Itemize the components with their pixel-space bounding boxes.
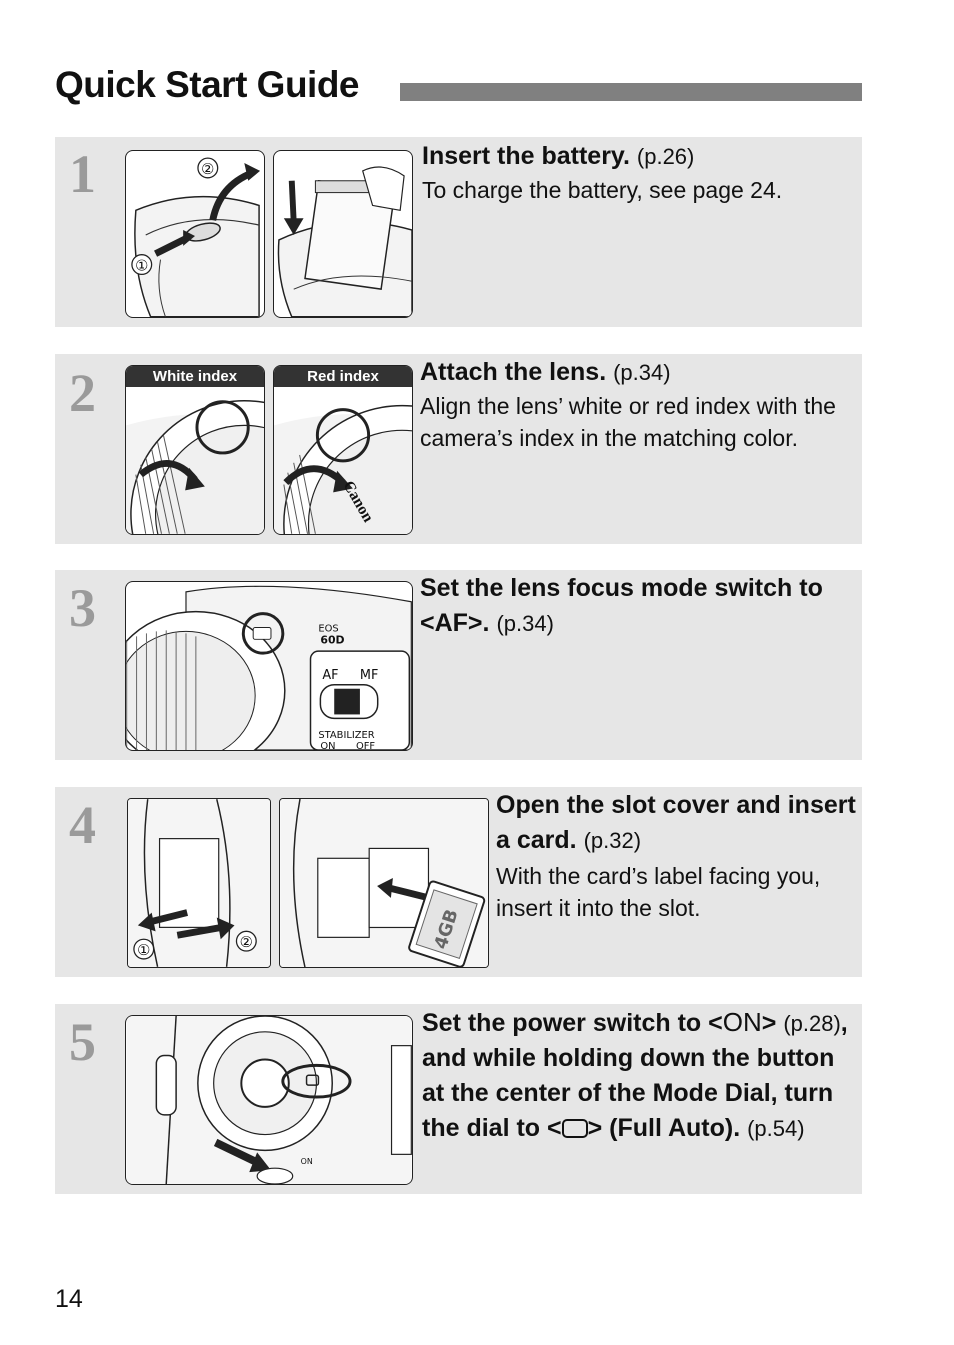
model-label: 60D <box>320 633 344 646</box>
step-body: To charge the battery, see page 24. <box>422 177 783 203</box>
step-number: 5 <box>69 1012 96 1072</box>
lens-switch-photo: EOS 60D AF MF STABILIZER ON OFF <box>125 581 413 751</box>
heading-part-2: , and while holding down the button at t… <box>422 1009 848 1142</box>
callout-1: ① <box>135 257 148 274</box>
heading-part-3: (Full Auto). <box>609 1114 741 1142</box>
page-ref: (p.34) <box>496 611 554 636</box>
step-3-text: Set the lens focus mode switch to <AF>. … <box>420 571 855 641</box>
full-auto-icon <box>561 1119 588 1138</box>
heading-part-1-end: > <box>761 1009 777 1037</box>
callout-1: ① <box>137 942 150 959</box>
white-index-label: White index <box>126 366 264 387</box>
stabilizer-label: STABILIZER <box>318 730 374 741</box>
step-heading-text: Insert the battery. <box>422 142 630 170</box>
on-label: ON <box>320 741 335 750</box>
step-heading: Open the slot cover and insert a card. (… <box>496 788 858 858</box>
page-ref: (p.26) <box>636 144 695 169</box>
step-1-panel: 1 ② ① Insert the battery. (p.2 <box>55 137 862 327</box>
step-4-text: Open the slot cover and insert a card. (… <box>496 788 858 924</box>
heading-part-2-end: > <box>587 1114 603 1142</box>
step-heading-text: Open the slot cover and insert a card. <box>496 791 856 854</box>
step-5-panel: 5 ON Set the power switch to <ON> (p.28)… <box>55 1004 862 1194</box>
af-label: AF <box>322 668 338 683</box>
step-heading: Set the lens focus mode switch to <AF>. … <box>420 571 855 641</box>
off-label: OFF <box>356 741 375 750</box>
dial-on-label: ON <box>301 1157 313 1166</box>
page-ref: (p.32) <box>583 828 642 853</box>
step-number: 4 <box>69 795 96 855</box>
red-index-photo: Canon Red index <box>273 365 413 535</box>
battery-cover-photo: ② ① <box>125 150 265 318</box>
step-body: Align the lens’ white or red index with … <box>420 393 836 451</box>
mode-dial-photo: ON <box>125 1015 413 1185</box>
step-2-panel: 2 White index <box>55 354 862 544</box>
step-body: With the card’s label facing you, insert… <box>496 863 821 921</box>
callout-2: ② <box>201 161 214 178</box>
eos-label: EOS <box>318 623 338 634</box>
step-heading-text: Attach the lens. <box>420 358 607 386</box>
step-heading: Insert the battery. (p.26) <box>422 139 852 174</box>
step-number: 2 <box>69 363 96 423</box>
step-heading: Attach the lens. (p.34) <box>420 355 855 390</box>
step-number: 1 <box>69 144 96 204</box>
page-title: Quick Start Guide <box>55 64 360 105</box>
red-index-label: Red index <box>274 366 412 387</box>
step-4-panel: 4 ① ② 4GB <box>55 787 862 977</box>
title-rule <box>400 83 862 101</box>
step-3-panel: 3 EOS 60D AF MF STABILIZER ON OFF <box>55 570 862 760</box>
page-number: 14 <box>55 1285 83 1313</box>
mf-label: MF <box>360 668 378 683</box>
step-1-text: Insert the battery. (p.26) To charge the… <box>422 139 852 206</box>
page-ref-2: (p.54) <box>747 1116 805 1141</box>
page-ref-1: (p.28) <box>783 1011 841 1036</box>
white-index-photo: White index <box>125 365 265 535</box>
card-insert-photo: 4GB <box>279 798 489 968</box>
on-symbol: ON <box>722 1007 762 1037</box>
step-5-text: Set the power switch to <ON> (p.28), and… <box>422 1005 857 1146</box>
step-heading: Set the power switch to <ON> (p.28), and… <box>422 1005 857 1146</box>
step-2-text: Attach the lens. (p.34) Align the lens’ … <box>420 355 855 454</box>
slot-cover-photo: ① ② <box>127 798 271 968</box>
page-ref: (p.34) <box>613 360 671 385</box>
battery-insert-photo <box>273 150 413 318</box>
heading-part-1: Set the power switch to < <box>422 1009 723 1037</box>
step-heading-text: Set the lens focus mode switch to <AF>. <box>420 574 823 637</box>
callout-2: ② <box>240 934 253 951</box>
step-number: 3 <box>69 578 96 638</box>
